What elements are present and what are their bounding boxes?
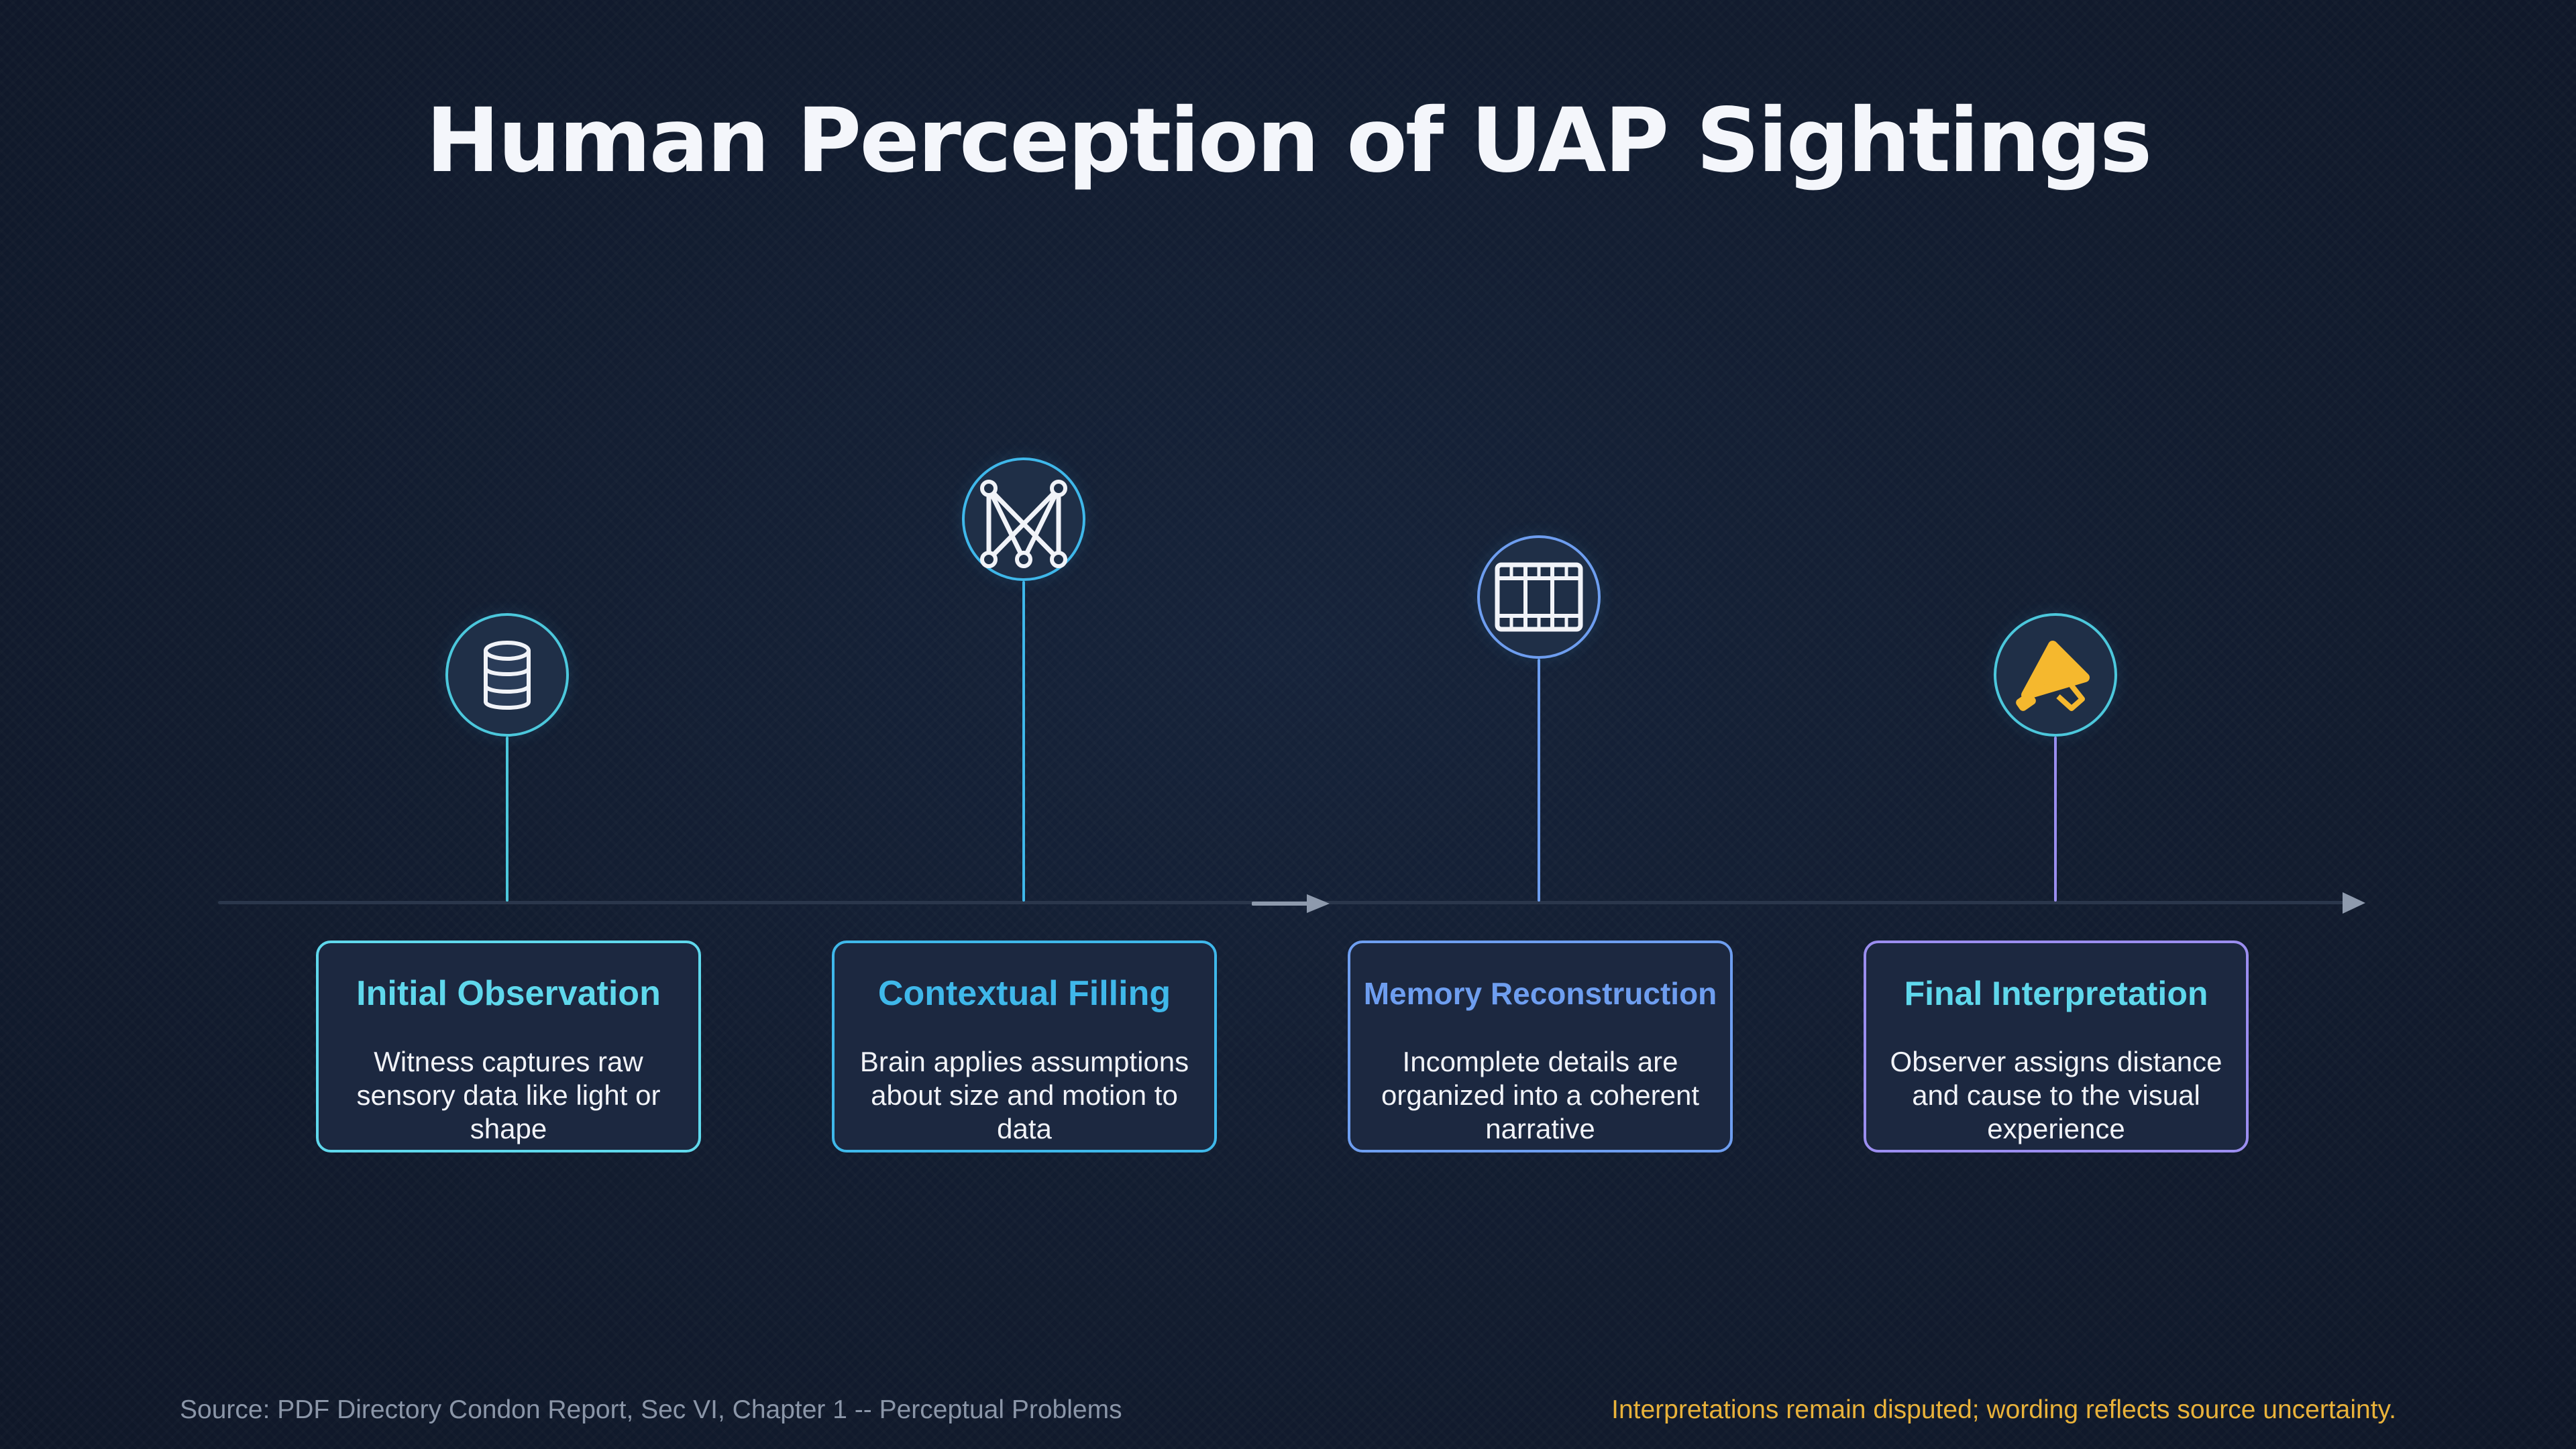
step-2-connector	[1022, 581, 1025, 902]
flow-arrow-icon	[1252, 894, 1330, 913]
step-3-connector	[1538, 659, 1540, 902]
step-title: Initial Observation	[356, 974, 661, 1013]
step-description: Incomplete details are organized into a …	[1381, 1046, 1699, 1144]
step-description: Witness captures raw sensory data like l…	[356, 1046, 661, 1144]
step-1-node	[445, 613, 569, 737]
source-citation: Source: PDF Directory Condon Report, Sec…	[180, 1395, 1122, 1424]
step-3-node	[1477, 535, 1601, 659]
film-strip-icon	[1495, 562, 1583, 632]
step-title: Final Interpretation	[1904, 975, 2208, 1012]
step-card-memory-reconstruction: Memory Reconstruction Incomplete details…	[1348, 941, 1733, 1152]
step-1-connector	[506, 737, 508, 902]
page-title: Human Perception of UAP Sightings	[425, 89, 2153, 193]
network-graph-icon	[980, 480, 1067, 568]
megaphone-icon	[2016, 641, 2090, 711]
step-title: Memory Reconstruction	[1363, 976, 1717, 1011]
database-icon	[484, 641, 531, 710]
step-card-initial-observation: Initial Observation Witness captures raw…	[316, 941, 701, 1152]
step-title: Contextual Filling	[877, 974, 1171, 1013]
step-card-contextual-filling: Contextual Filling Brain applies assumpt…	[832, 941, 1217, 1152]
step-card-final-interpretation: Final Interpretation Observer assigns di…	[1864, 941, 2249, 1152]
uncertainty-note: Interpretations remain disputed; wording…	[1611, 1395, 2396, 1424]
step-4-node	[1994, 613, 2117, 737]
step-4-connector	[2054, 737, 2057, 902]
step-2-node	[962, 458, 1085, 581]
step-description: Brain applies assumptions about size and…	[859, 1046, 1189, 1144]
timeline-arrowhead	[2343, 892, 2365, 914]
step-description: Observer assigns distance and cause to t…	[1890, 1046, 2222, 1144]
